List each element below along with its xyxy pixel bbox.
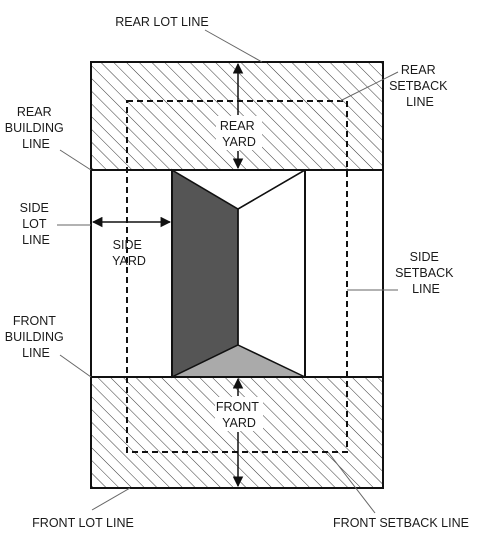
label-rear-building-line: REAR BUILDING LINE bbox=[5, 105, 68, 151]
label-side-setback-line: SIDE SETBACK LINE bbox=[395, 250, 457, 296]
label-front-setback-line: FRONT SETBACK LINE bbox=[333, 516, 469, 530]
label-front-building-line: FRONT BUILDING LINE bbox=[5, 314, 68, 360]
front-yard-label-bg bbox=[215, 397, 263, 431]
lot-outline bbox=[90, 61, 384, 489]
leader-rear-lot-line bbox=[204, 29, 263, 63]
leader-front-setback-line bbox=[327, 451, 376, 514]
front-yard-area bbox=[91, 377, 383, 488]
label-side-lot-line: SIDE LOT LINE bbox=[20, 201, 53, 247]
label-rear-lot-line: REAR LOT LINE bbox=[115, 15, 209, 29]
building-edge bbox=[237, 169, 306, 210]
leader-front-lot-line bbox=[91, 487, 131, 511]
rear-yard-label-bg bbox=[216, 116, 262, 150]
label-side-yard: SIDE YARD bbox=[112, 238, 146, 268]
label-rear-setback-line: REAR SETBACK LINE bbox=[389, 63, 451, 109]
building bbox=[169, 168, 308, 379]
label-front-lot-line: FRONT LOT LINE bbox=[32, 516, 134, 530]
leader-rear-building-line bbox=[59, 149, 92, 171]
setback-line bbox=[126, 100, 348, 453]
label-rear-yard: REAR YARD bbox=[220, 119, 258, 149]
leader-front-building-line bbox=[59, 354, 92, 378]
leader-rear-setback-line bbox=[339, 71, 399, 102]
building-outline bbox=[171, 169, 306, 378]
label-front-yard: FRONT YARD bbox=[216, 400, 262, 430]
